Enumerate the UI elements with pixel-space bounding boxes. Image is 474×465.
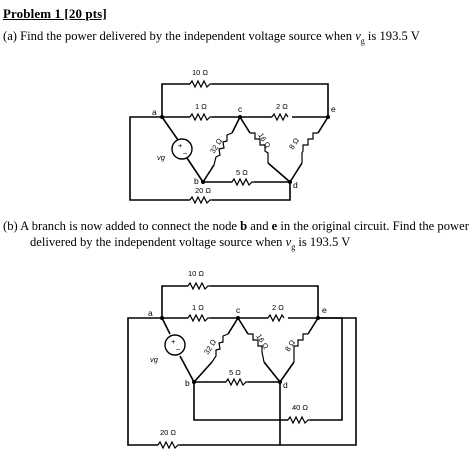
wire-source-b [161,317,195,383]
source-plus: + [178,141,183,150]
wire-c-b-a [202,116,241,183]
resistor-16-ohm-b [248,333,265,363]
resistor-2-ohm-b [267,313,285,323]
node-e-ref: e [271,219,278,233]
wire-top-left-b [161,285,188,318]
part-b-question-line2: delivered by the independent voltage sou… [30,235,350,252]
wire-top-right [212,83,329,117]
resistor-20-ohm [189,195,212,205]
source-plus-b: + [171,337,176,346]
vg-variable-b: v [285,235,292,249]
label-2-ohm-b: 2 Ω [272,303,284,312]
node-e-label: e [331,104,336,114]
node-b-dot-b [192,380,196,384]
node-d-label-b: d [283,380,288,390]
part-a-value: is 193.5 V [364,29,420,43]
wire-e-d-b [279,317,319,383]
part-a-text: Find the power delivered by the independ… [20,29,356,43]
label-8-ohm-b: 8 Ω [283,338,297,353]
node-c-label: c [238,104,243,114]
part-b-question-line1: (b) A branch is now added to connect the… [3,219,469,234]
label-5-ohm-b: 5 Ω [229,368,241,377]
label-20-ohm: 20 Ω [195,186,211,195]
resistor-16-ohm [250,132,269,163]
node-c-label-b: c [236,305,241,315]
part-b-and: and [247,219,272,233]
label-16-ohm-b: 16 Ω [254,332,270,351]
part-a-tag: (a) [3,29,17,43]
voltage-source-icon-b [164,334,186,356]
node-d-dot-b [278,380,282,384]
node-b-label: b [194,176,199,186]
source-minus: − [183,149,188,158]
problem-title: Problem 1 [20 pts] [3,6,107,21]
node-d-dot [288,180,292,184]
node-a-dot-b [160,316,164,320]
node-b-label-b: b [185,378,190,388]
label-2-ohm: 2 Ω [276,102,288,111]
part-b-text: A branch is now added to connect the nod… [20,219,241,233]
wire-bottom-right [212,182,291,201]
label-1-ohm-b: 1 Ω [192,303,204,312]
wire-b-e-branch [193,317,343,421]
part-b-tag: (b) [3,219,18,233]
wire-c-d-a [239,116,291,183]
node-a-dot [160,115,164,119]
label-1-ohm: 1 Ω [195,102,207,111]
source-label: vg [157,153,166,162]
label-5-ohm: 5 Ω [236,168,248,177]
source-label-b: vg [150,355,159,364]
vg-variable: v [355,29,361,43]
wire-top-right-b [210,285,319,318]
node-c-dot-b [236,316,240,320]
source-minus-b: − [176,345,181,354]
node-b-ref: b [240,219,248,233]
resistor-20-ohm-b [157,440,180,450]
node-e-dot-b [316,316,320,320]
resistor-40-ohm-b [287,415,310,425]
resistor-10-ohm-b [187,281,210,291]
label-10-ohm: 10 Ω [192,68,208,77]
node-e-label-b: e [322,305,327,315]
label-10-ohm-b: 10 Ω [188,269,204,278]
resistor-32-ohm [213,132,233,166]
wire-top-left [161,83,190,117]
wire-c-b-b [193,317,239,383]
resistor-8-ohm [301,132,318,163]
part-b-text2: delivered by the independent voltage sou… [30,235,286,249]
resistor-5-ohm-b [225,377,248,387]
part-a-question: (a) Find the power delivered by the inde… [3,29,420,46]
resistor-2-ohm [271,112,289,122]
resistor-1-ohm [189,112,212,122]
wire-e-d-a [289,116,329,183]
resistor-1-ohm-b [187,313,210,323]
vg-subscript: g [360,36,365,46]
node-c-dot [238,115,242,119]
resistor-8-ohm-b [293,333,308,362]
wire-left-rail-b [127,317,162,446]
resistor-32-ohm-b [211,333,229,363]
label-20-ohm-b: 20 Ω [160,428,176,437]
label-40-ohm-b: 40 Ω [292,403,308,412]
node-e-dot [326,115,330,119]
resistor-5-ohm [231,177,254,187]
node-a-label-b: a [148,308,153,318]
voltage-source-icon [171,138,193,160]
vg-subscript-b: g [291,242,296,252]
wire-left-rail [129,116,190,201]
part-b-value: is 193.5 V [295,235,351,249]
part-b-text-end: in the original circuit. Find the power [277,219,469,233]
wire-source [161,116,204,183]
resistor-10-ohm [189,79,212,89]
wire-c-d-b [237,317,281,383]
node-d-label: d [293,180,298,190]
node-b-dot [201,180,205,184]
node-a-label: a [152,107,157,117]
